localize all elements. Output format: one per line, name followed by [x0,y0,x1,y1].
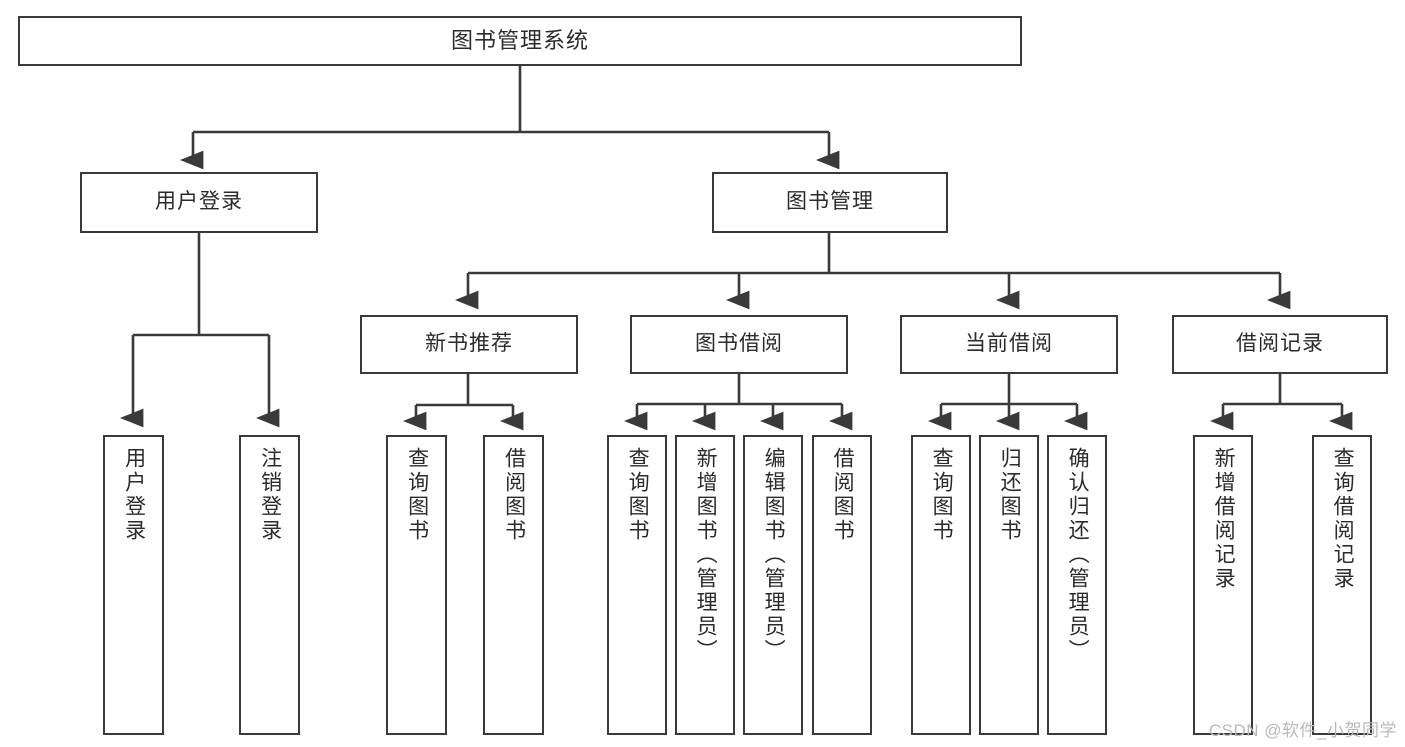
node-label: 查询图书 [405,447,429,543]
leaf-book-borrow-borrow-book[interactable]: 借阅图书 [812,435,872,735]
node-label: 新书推荐 [425,332,513,356]
node-label: 归还图书 [998,447,1022,543]
node-label: 图书管理 [786,190,874,214]
node-book-borrow[interactable]: 图书借阅 [630,315,848,374]
leaf-current-borrow-confirm-return-admin[interactable]: 确认归还（管理员） [1047,435,1107,735]
leaf-new-book-query-book[interactable]: 查询图书 [386,435,447,735]
leaf-book-borrow-edit-book-admin[interactable]: 编辑图书（管理员） [743,435,803,735]
node-label: 图书借阅 [695,332,783,356]
leaf-user-login-logout[interactable]: 注销登录 [239,435,300,735]
watermark: CSDN @软件_小贺同学 [1208,721,1397,740]
node-book-management[interactable]: 图书管理 [712,172,948,233]
node-label: 用户登录 [155,190,243,214]
node-user-login[interactable]: 用户登录 [80,172,318,233]
node-label: 借阅图书 [831,447,855,543]
node-label: 新增图书（管理员） [694,447,718,663]
node-label: 编辑图书（管理员） [762,447,786,663]
leaf-borrow-record-query-record[interactable]: 查询借阅记录 [1312,435,1372,735]
leaf-current-borrow-query-book[interactable]: 查询图书 [911,435,971,735]
node-label: 当前借阅 [965,332,1053,356]
leaf-book-borrow-add-book-admin[interactable]: 新增图书（管理员） [675,435,735,735]
node-new-book-recommend[interactable]: 新书推荐 [360,315,578,374]
node-borrow-record[interactable]: 借阅记录 [1172,315,1388,374]
node-label: 注销登录 [258,447,282,543]
leaf-user-login-login[interactable]: 用户登录 [103,435,164,735]
node-label: 用户登录 [122,447,146,543]
node-label: 查询借阅记录 [1331,447,1355,591]
leaf-borrow-record-add-record[interactable]: 新增借阅记录 [1193,435,1253,735]
leaf-new-book-borrow-book[interactable]: 借阅图书 [483,435,544,735]
node-label: 新增借阅记录 [1212,447,1236,591]
node-label: 借阅记录 [1236,332,1324,356]
node-label: 借阅图书 [502,447,526,543]
node-root-book-management-system[interactable]: 图书管理系统 [18,16,1022,66]
node-label: 查询图书 [626,447,650,543]
leaf-book-borrow-query-book[interactable]: 查询图书 [607,435,667,735]
node-label: 图书管理系统 [450,28,589,54]
node-current-borrow[interactable]: 当前借阅 [900,315,1118,374]
node-label: 查询图书 [930,447,954,543]
node-label: 确认归还（管理员） [1066,447,1090,663]
leaf-current-borrow-return-book[interactable]: 归还图书 [979,435,1039,735]
